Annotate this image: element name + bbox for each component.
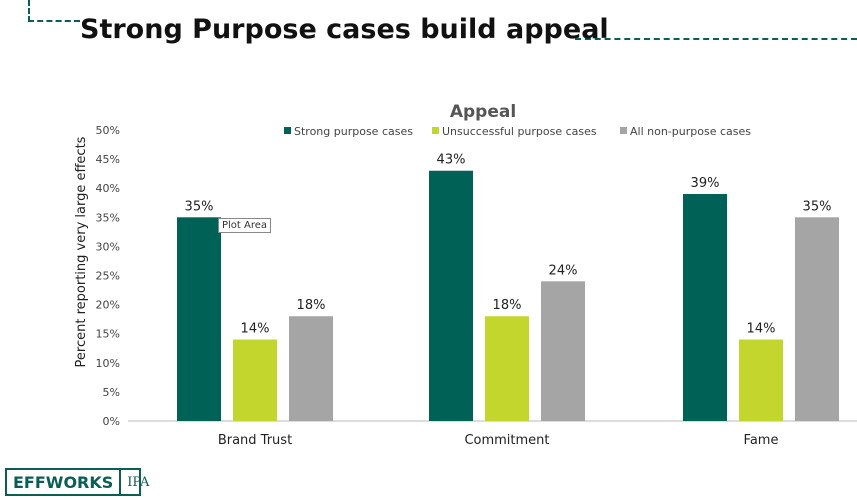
bar[interactable] xyxy=(289,316,333,421)
y-tick-label: 20% xyxy=(96,299,120,312)
y-tick-label: 40% xyxy=(96,182,120,195)
y-tick-label: 50% xyxy=(96,124,120,137)
bar-chart[interactable]: Appeal Percent reporting very large effe… xyxy=(0,0,857,460)
bar[interactable] xyxy=(485,316,529,421)
y-tick-label: 10% xyxy=(96,357,120,370)
legend-label[interactable]: Strong purpose cases xyxy=(294,125,413,138)
y-axis-label: Percent reporting very large effects xyxy=(74,136,89,367)
data-label: 14% xyxy=(241,322,270,337)
y-tick-label: 15% xyxy=(96,328,120,341)
legend-swatch xyxy=(432,127,439,134)
bar[interactable] xyxy=(795,217,839,421)
data-label: 39% xyxy=(691,176,720,191)
data-label: 35% xyxy=(185,199,214,214)
y-tick-label: 30% xyxy=(96,240,120,253)
bar[interactable] xyxy=(683,194,727,421)
page-title: Strong Purpose cases build appeal xyxy=(80,14,609,45)
corner-decoration xyxy=(28,0,80,22)
data-label: 24% xyxy=(549,263,578,278)
bar[interactable] xyxy=(233,339,277,421)
data-label: 14% xyxy=(747,322,776,337)
legend-swatch xyxy=(284,127,291,134)
data-label: 18% xyxy=(493,298,522,313)
chart-title: Appeal xyxy=(450,102,516,122)
y-tick-label: 35% xyxy=(96,211,120,224)
y-tick-label: 45% xyxy=(96,153,120,166)
x-tick-label: Fame xyxy=(744,433,779,448)
title-dash-decoration xyxy=(575,38,857,40)
legend-label[interactable]: All non-purpose cases xyxy=(630,125,751,138)
y-tick-label: 0% xyxy=(103,415,120,428)
y-tick-label: 5% xyxy=(103,386,120,399)
x-tick-label: Brand Trust xyxy=(218,433,292,448)
bar[interactable] xyxy=(541,281,585,421)
effworks-ipa-logo: EFFWORKS IPA xyxy=(5,468,149,496)
legend-swatch xyxy=(620,127,627,134)
bar[interactable] xyxy=(429,170,473,421)
legend-label[interactable]: Unsuccessful purpose cases xyxy=(442,125,597,138)
data-label: 35% xyxy=(803,199,832,214)
data-label: 43% xyxy=(437,153,466,168)
y-tick-label: 25% xyxy=(96,270,120,283)
logo-effworks: EFFWORKS xyxy=(7,470,122,494)
data-label: 18% xyxy=(297,298,326,313)
x-tick-label: Commitment xyxy=(464,433,549,448)
bar[interactable] xyxy=(177,217,221,421)
plot-area-tooltip: Plot Area xyxy=(218,218,272,233)
logo-ipa: IPA xyxy=(127,474,150,490)
bar[interactable] xyxy=(739,339,783,421)
